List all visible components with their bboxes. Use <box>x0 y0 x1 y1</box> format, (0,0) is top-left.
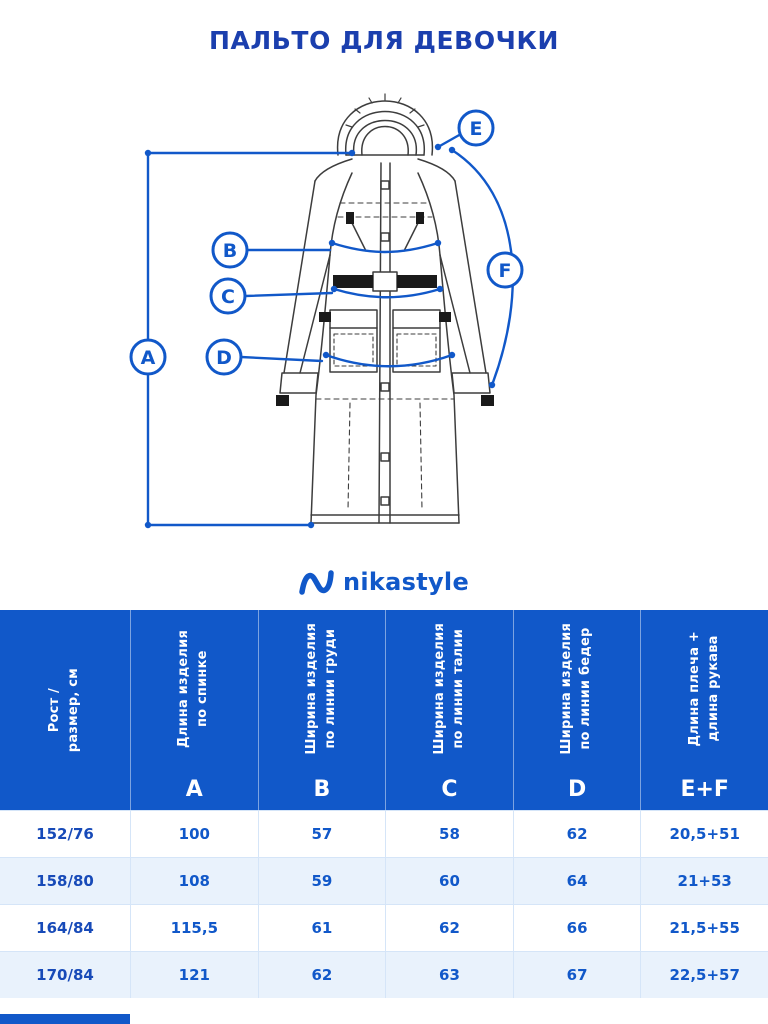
cell-size: 164/84 <box>0 904 130 951</box>
measure-badge-c: C <box>209 277 247 315</box>
cell-size: 152/76 <box>0 810 130 857</box>
table-header-hip-width-label: Ширина изделия по линии бедер <box>559 623 594 755</box>
measure-letter-e: E <box>470 118 483 140</box>
coat-black-details <box>276 212 494 406</box>
cell-ef: 22,5+57 <box>640 951 768 998</box>
brand-logo: nikastyle <box>0 562 768 602</box>
table-bottom-strip <box>0 1014 130 1024</box>
table-header-back-length: Длина изделия по спинке <box>130 610 258 768</box>
table-header-chest-width: Ширина изделия по линии груди <box>257 610 386 768</box>
table-header-shoulder-sleeve-label: Длина плеча + длина рукава <box>686 631 721 747</box>
cell-b: 59 <box>257 857 386 904</box>
coat-diagram-wrap: A B C D E F <box>0 55 768 560</box>
measure-badge-a: A <box>129 338 167 376</box>
table-header-shoulder-sleeve: Длина плеча + длина рукава <box>640 610 768 768</box>
cell-d: 67 <box>512 951 641 998</box>
size-table: Рост / размер, см Длина изделия по спинк… <box>0 610 768 998</box>
cell-b: 61 <box>257 904 386 951</box>
table-header-size-label: Рост / размер, см <box>47 667 81 753</box>
cell-a: 115,5 <box>130 904 258 951</box>
cell-c: 63 <box>385 951 513 998</box>
brand-logo-text: nikastyle <box>342 568 470 596</box>
cell-d: 62 <box>512 810 641 857</box>
size-table-header: Рост / размер, см Длина изделия по спинк… <box>0 610 768 810</box>
table-header-chest-width-label: Ширина изделия по линии груди <box>304 623 338 755</box>
table-letter-a: A <box>130 768 258 810</box>
measure-letter-c: C <box>221 286 235 308</box>
measure-badge-d: D <box>205 338 243 376</box>
measure-letter-b: B <box>223 240 237 262</box>
table-header-size: Рост / размер, см <box>0 610 130 810</box>
page-title: ПАЛЬТО ДЛЯ ДЕВОЧКИ <box>208 26 560 55</box>
cell-b: 57 <box>257 810 386 857</box>
cell-d: 66 <box>512 904 641 951</box>
table-row: 170/84 121 62 63 67 22,5+57 <box>0 951 768 998</box>
measurement-dots <box>144 143 496 529</box>
cell-b: 62 <box>257 951 386 998</box>
cell-ef: 20,5+51 <box>640 810 768 857</box>
measure-badge-b: B <box>211 231 249 269</box>
measure-badge-f: F <box>486 251 524 289</box>
table-header-back-length-label: Длина изделия по спинке <box>176 629 211 749</box>
cell-a: 121 <box>130 951 258 998</box>
measure-letter-a: A <box>141 347 156 369</box>
table-header-waist-width-label: Ширина изделия по линии талии <box>431 623 466 755</box>
measure-badge-e: E <box>457 109 495 147</box>
table-header-waist-width: Ширина изделия по линии талии <box>385 610 513 768</box>
cell-d: 64 <box>512 857 641 904</box>
table-row: 158/80 108 59 60 64 21+53 <box>0 857 768 904</box>
coat-diagram: A B C D E F <box>129 93 524 529</box>
coat-drawing <box>279 93 491 524</box>
cell-c: 60 <box>385 857 513 904</box>
brand-logo-icon <box>299 570 334 595</box>
table-letter-c: C <box>385 768 513 810</box>
cell-c: 62 <box>385 904 513 951</box>
cell-size: 170/84 <box>0 951 130 998</box>
table-letter-b: B <box>257 768 386 810</box>
table-row: 152/76 100 57 58 62 20,5+51 <box>0 810 768 857</box>
measurement-lines <box>146 132 514 527</box>
cell-a: 108 <box>130 857 258 904</box>
table-header-hip-width: Ширина изделия по линии бедер <box>512 610 641 768</box>
measure-letter-d: D <box>216 347 232 369</box>
cell-size: 158/80 <box>0 857 130 904</box>
table-letter-ef: E+F <box>640 768 768 810</box>
cell-ef: 21+53 <box>640 857 768 904</box>
cell-a: 100 <box>130 810 258 857</box>
cell-c: 58 <box>385 810 513 857</box>
measure-letter-f: F <box>499 260 512 282</box>
table-letter-d: D <box>512 768 641 810</box>
cell-ef: 21,5+55 <box>640 904 768 951</box>
table-row: 164/84 115,5 61 62 66 21,5+55 <box>0 904 768 951</box>
